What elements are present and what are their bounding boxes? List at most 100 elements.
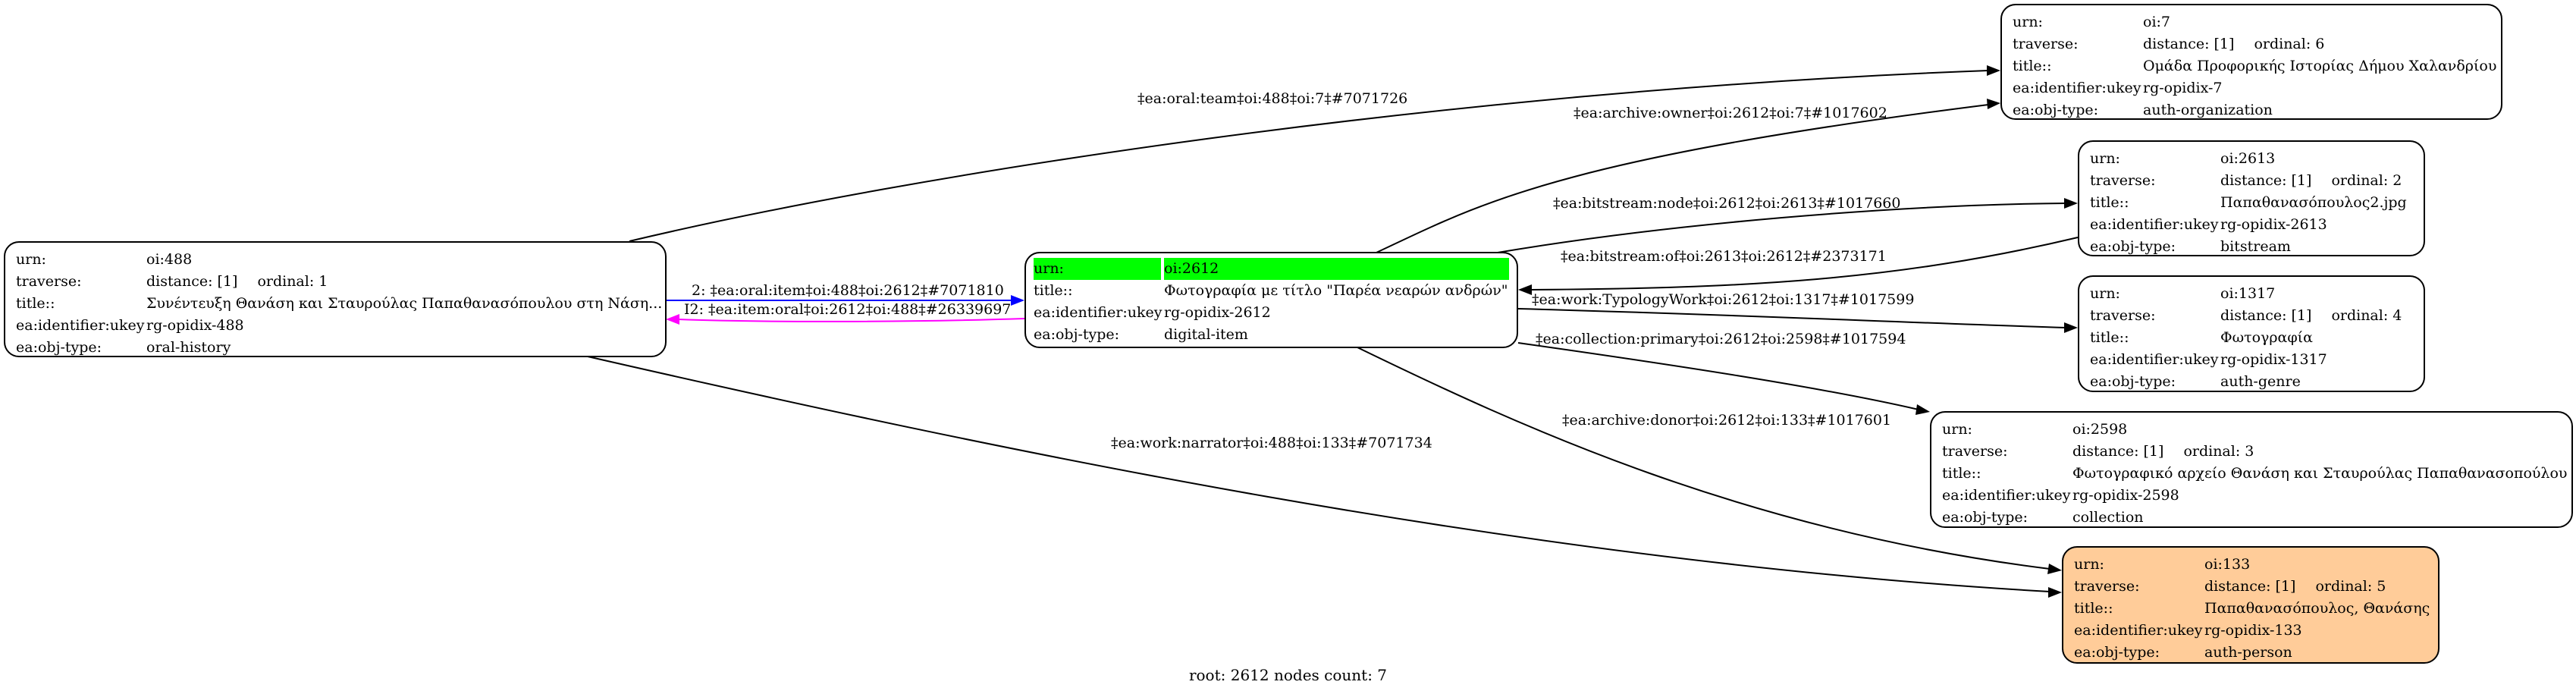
row-key: ea:obj-type: [16,339,102,356]
row-key: traverse: [2013,36,2079,52]
node-row-urn: urn: oi:1317 [2090,283,2413,305]
row-value: oi:2613 [2220,150,2276,167]
node-oi-488[interactable]: urn:oi:488 traverse:distance: [1]ordinal… [4,241,667,357]
edge-label: ‡ea:collection:primary‡oi:2612‡oi:2598‡#… [1536,331,1906,347]
node-oi-2612-root[interactable]: urn:oi:2612 title::Φωτογραφία με τίτλο "… [1024,252,1518,348]
edge-typology-work [1517,308,2066,328]
node-oi-133[interactable]: urn: oi:133 traverse: distance: [1] ordinal… [2062,546,2440,664]
row-key: ea:identifier:ukey [2090,216,2219,233]
row-value: Συνέντευξη Θανάση και Σταυρούλας Παπαθαν… [146,295,663,312]
edge-label: ‡ea:bitstream:node‡oi:2612‡oi:2613‡#1017… [1553,195,1901,212]
row-value: bitstream [2220,238,2291,255]
ordinal: ordinal: 4 [2331,307,2402,324]
row-value: rg-opidix-133 [2204,622,2302,639]
row-value: distance: [1] ordinal: 4 [2220,305,2413,327]
node-row-obj-type: ea:obj-type: bitstream [2090,236,2413,258]
arrowhead [1518,284,1532,295]
row-key: urn: [2074,556,2104,573]
edge-archive-donor [1357,347,2050,570]
node-row-traverse: traverse: distance: [1] ordinal: 2 [2090,170,2413,192]
row-key: title:: [2090,329,2129,346]
node-row-obj-type: ea:obj-type:auth-person [2074,642,2427,664]
row-value: distance: [1]ordinal: 6 [2143,33,2490,55]
node-row-title: title::Συνέντευξη Θανάση και Σταυρούλας … [16,293,662,315]
row-value: oi:133 [2204,556,2251,573]
row-value: rg-opidix-2598 [2072,487,2179,504]
row-key: urn: [16,251,46,268]
edge-label: 2: ‡ea:oral:item‡oi:488‡oi:2612‡#7071810 [692,282,1004,299]
node-row-title: title::Ομάδα Προφορικής Ιστορίας Δήμου Χ… [2013,55,2496,77]
row-key: title:: [1034,282,1073,299]
row-value: auth-organization [2143,102,2273,118]
row-key: ea:identifier:ukey [2090,351,2219,368]
row-value: distance: [1] ordinal: 5 [2204,576,2427,598]
ordinal: ordinal: 2 [2331,172,2402,189]
row-key: urn: [1034,258,1161,280]
edge-archive-owner [1376,104,1989,253]
node-row-urn: urn: oi:7 [2013,11,2490,33]
distance: distance: [1] [2204,578,2296,595]
node-oi-1317[interactable]: urn: oi:1317 traverse: distance: [1] ordina… [2078,275,2425,392]
row-value: Φωτογραφία [2220,329,2313,346]
node-row-obj-type: ea:obj-type:auth-genre [2090,371,2413,393]
node-row-title: title::Φωτογραφία με τίτλο "Παρέα νεαρών… [1034,280,1509,302]
arrowhead [2064,322,2078,333]
row-value: digital-item [1164,326,1248,343]
row-value: auth-person [2204,644,2292,661]
row-key: ea:obj-type: [2090,238,2176,255]
row-key: ea:obj-type: [2013,102,2099,118]
row-value: Φωτογραφικό αρχείο Θανάση και Σταυρούλας… [2072,465,2568,482]
row-value: rg-opidix-1317 [2220,351,2327,368]
node-row-obj-type: ea:obj-type: auth-organization [2013,99,2490,121]
node-row-urn: urn: oi:2613 [2090,148,2413,170]
row-key: urn: [1942,421,1972,438]
row-value: Παπαθανασόπουλος2.jpg [2220,194,2407,211]
row-key: urn: [2090,285,2120,302]
row-value: oi:7 [2143,14,2171,30]
arrowhead [1987,65,2000,76]
edge-label: ‡ea:work:TypologyWork‡oi:2612‡oi:1317‡#1… [1532,291,1915,308]
node-row-urn: urn: oi:133 [2074,554,2427,576]
row-key: ea:obj-type: [1034,326,1120,343]
row-key: ea:identifier:ukey [1034,304,1162,321]
node-oi-2598[interactable]: urn:oi:2598 traverse:distance: [1]ordina… [1930,411,2573,528]
row-key: traverse: [2090,307,2156,324]
row-key: traverse: [2090,172,2156,189]
edge-oral-team [629,70,1989,242]
row-key: traverse: [16,273,82,290]
distance: distance: [1] [2072,443,2164,460]
row-key: urn: [2013,14,2043,30]
node-oi-7[interactable]: urn: oi:7 traverse: distance: [1]ordinal: … [2000,4,2502,120]
graph-footer: root: 2612 nodes count: 7 [1188,666,1388,684]
row-key: title:: [2090,194,2129,211]
node-row-urn: urn:oi:2612 [1034,258,1509,280]
arrowhead [1987,99,2000,109]
row-value: oi:1317 [2220,285,2276,302]
row-value: rg-opidix-2612 [1164,304,1271,321]
node-row-traverse: traverse: distance: [1] ordinal: 5 [2074,576,2427,598]
distance: distance: [1] [2220,307,2312,324]
row-key: urn: [2090,150,2120,167]
row-value: oral-history [146,339,231,356]
row-value: distance: [1] ordinal: 3 [2072,441,2561,463]
edge-item-oral [677,318,1025,322]
row-key: title:: [2013,58,2052,74]
row-value: auth-genre [2220,373,2301,390]
distance: distance: [1] [2220,172,2312,189]
distance: distance: [1] [146,273,238,290]
row-value: rg-opidix-488 [146,317,244,334]
distance: distance: [1] [2143,36,2235,52]
row-value: oi:2612 [1164,258,1509,280]
node-row-urn: urn:oi:488 [16,249,654,271]
ordinal: ordinal: 5 [2315,578,2386,595]
row-key: ea:identifier:ukey [2074,622,2203,639]
row-value: rg-opidix-7 [2143,80,2223,96]
edge-collection-primary [1517,342,1919,410]
ordinal: ordinal: 3 [2183,443,2254,460]
node-oi-2613[interactable]: urn: oi:2613 traverse: distance: [1] ordina… [2078,140,2425,256]
row-key: traverse: [1942,443,2008,460]
row-key: traverse: [2074,578,2140,595]
